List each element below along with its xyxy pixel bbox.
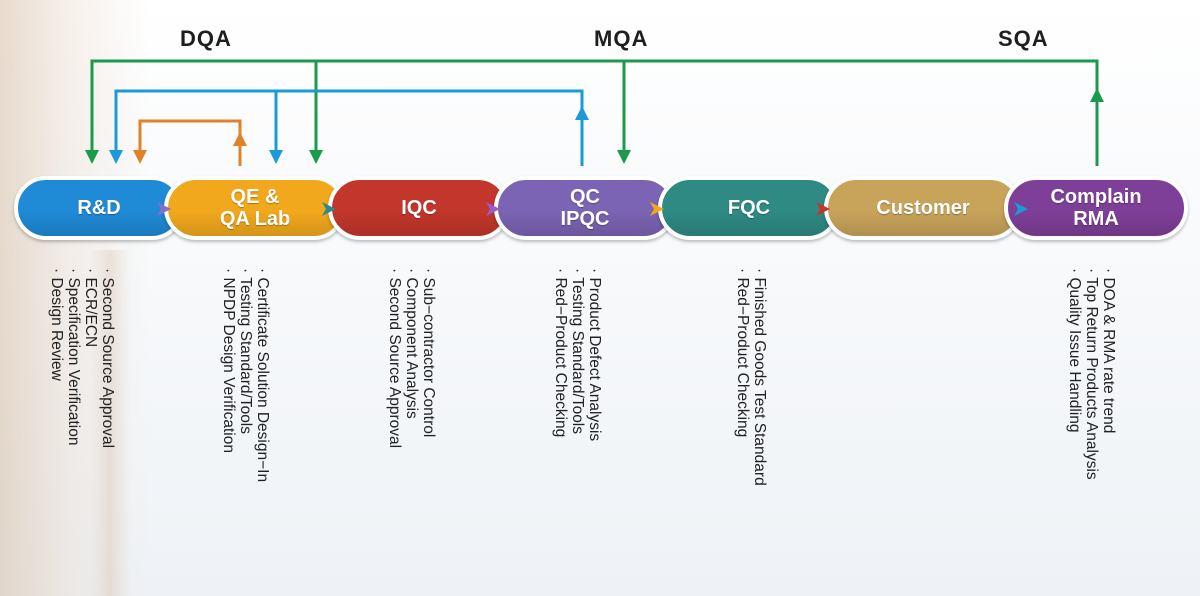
- list-item: · DOA & RMA rate trend: [1100, 268, 1117, 434]
- blue-arrow-rnd: [109, 150, 123, 164]
- background-curtain-fold: [90, 250, 130, 596]
- list-item: · Finished Goods Test Standard: [751, 268, 768, 486]
- list-item: · Testing Standard/Tools: [569, 268, 586, 435]
- blue-arrow-qc: [575, 106, 589, 120]
- list-item: · NPDP Design Verification: [220, 268, 237, 453]
- blue-connector: [114, 89, 584, 166]
- list-item: · Specification Verification: [65, 268, 82, 446]
- stage-iqc-label: IQC: [401, 197, 437, 219]
- list-item: · Sub−contractor Control: [420, 268, 437, 438]
- list-item: · Component Analysis: [403, 268, 420, 419]
- chevron-right-icon: [1014, 202, 1028, 216]
- fqc-task-list: · Finished Goods Test Standard · Red−Pro…: [734, 268, 768, 486]
- iqc-task-list: · Sub−contractor Control · Component Ana…: [386, 268, 437, 448]
- list-item: · Testing Standard/Tools: [237, 268, 254, 435]
- orange-arrow-rnd: [133, 150, 147, 164]
- stage-customer-label: Customer: [876, 197, 970, 219]
- list-item: · Design Review: [48, 268, 65, 381]
- stage-customer: Customer: [824, 176, 1022, 240]
- chevron-right-icon: [650, 202, 664, 216]
- list-item: · ECR/ECN: [82, 268, 99, 348]
- list-item: · Quality Issue Handling: [1066, 268, 1083, 433]
- qc-task-list: · Product Defect Analysis · Testing Stan…: [552, 268, 603, 441]
- list-item: · Red−Product Checking: [734, 268, 751, 438]
- green-arrow-rma: [1090, 88, 1104, 102]
- stage-rma-label: Complain RMA: [1050, 186, 1142, 230]
- green-arrow-qe: [309, 150, 323, 164]
- stage-rnd-label: R&D: [77, 197, 121, 219]
- chevron-right-icon: [157, 202, 171, 216]
- list-item: · Red−Product Checking: [552, 268, 569, 438]
- stage-complain-rma: Complain RMA: [1004, 176, 1188, 240]
- green-arrow-qc: [617, 150, 631, 164]
- list-item: · Certificate Solution Design−In: [254, 268, 271, 483]
- background-curtain: [0, 0, 150, 596]
- chevron-right-icon: [322, 202, 336, 216]
- stage-fqc-label: FQC: [727, 197, 771, 219]
- chevron-right-icon: [486, 202, 500, 216]
- mqa-label: MQA: [594, 26, 649, 51]
- stage-rnd: R&D: [14, 176, 184, 240]
- green-connector: [90, 59, 1099, 166]
- orange-arrow-qe: [233, 132, 247, 146]
- green-arrow-rnd: [85, 150, 99, 164]
- list-item: · Top Return Products Analysis: [1083, 268, 1100, 480]
- orange-connector: [138, 119, 242, 166]
- dqa-label: DQA: [180, 26, 232, 51]
- qe-task-list: · Certificate Solution Design−In · Testi…: [220, 268, 271, 482]
- blue-arrow-qe: [269, 150, 283, 164]
- list-item: · Product Defect Analysis: [586, 268, 603, 442]
- stage-fqc: FQC: [658, 176, 840, 240]
- stage-qc-ipqc: QC IPQC: [494, 176, 676, 240]
- stage-qe-label: QE & QA Lab: [219, 186, 291, 230]
- stage-iqc: IQC: [328, 176, 510, 240]
- rma-task-list: · DOA & RMA rate trend · Top Return Prod…: [1066, 268, 1117, 480]
- list-item: · Second Source Approval: [99, 268, 116, 449]
- stage-qe-qa-lab: QE & QA Lab: [164, 176, 346, 240]
- stage-qc-label: QC IPQC: [560, 186, 610, 230]
- rnd-task-list: · Second Source Approval · ECR/ECN · Spe…: [48, 268, 116, 448]
- sqa-label: SQA: [998, 26, 1049, 51]
- chevron-right-icon: [816, 202, 830, 216]
- list-item: · Second Source Approval: [386, 268, 403, 449]
